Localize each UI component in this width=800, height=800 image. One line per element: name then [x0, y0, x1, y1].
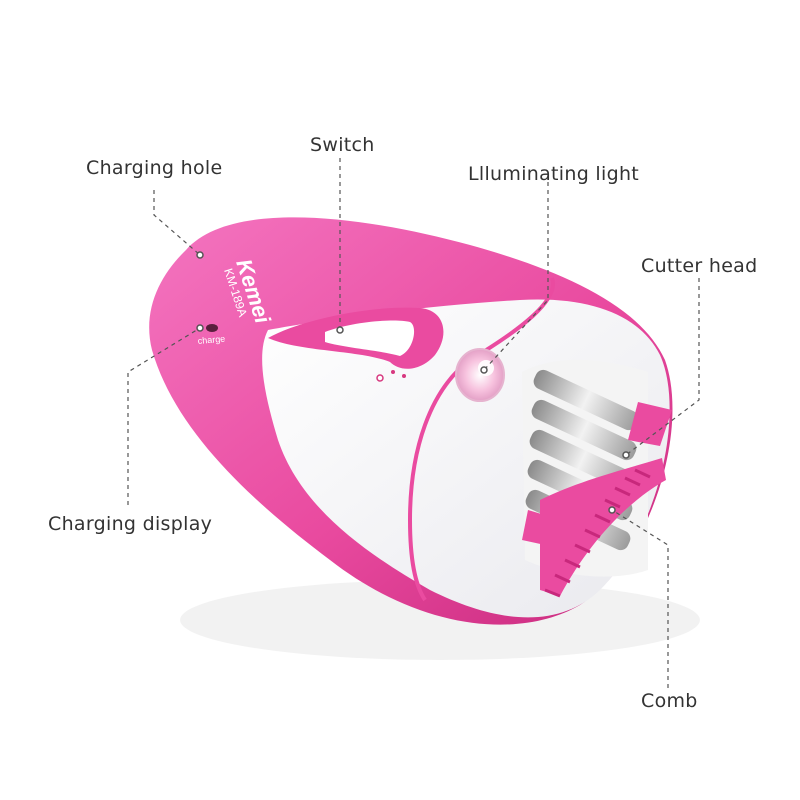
charge-port-text: charge: [197, 334, 225, 346]
trim-line: [407, 277, 556, 602]
switch-button[interactable]: [325, 320, 415, 356]
label-cutter-head: Cutter head: [641, 255, 758, 277]
indicator-dot: [376, 374, 384, 382]
label-comb: Comb: [641, 690, 698, 712]
indicator-dot: [402, 374, 406, 378]
label-illuminating-light: Llluminating light: [468, 163, 640, 185]
label-switch: Switch: [310, 134, 375, 156]
comb: [540, 458, 666, 598]
indicator-dot: [391, 370, 395, 374]
leader-lines: [127, 158, 700, 688]
charging-hole: [206, 324, 218, 332]
label-charging-hole: Charging hole: [86, 157, 223, 179]
leader-endpoints: [196, 251, 630, 514]
label-charging-display: Charging display: [48, 513, 213, 535]
